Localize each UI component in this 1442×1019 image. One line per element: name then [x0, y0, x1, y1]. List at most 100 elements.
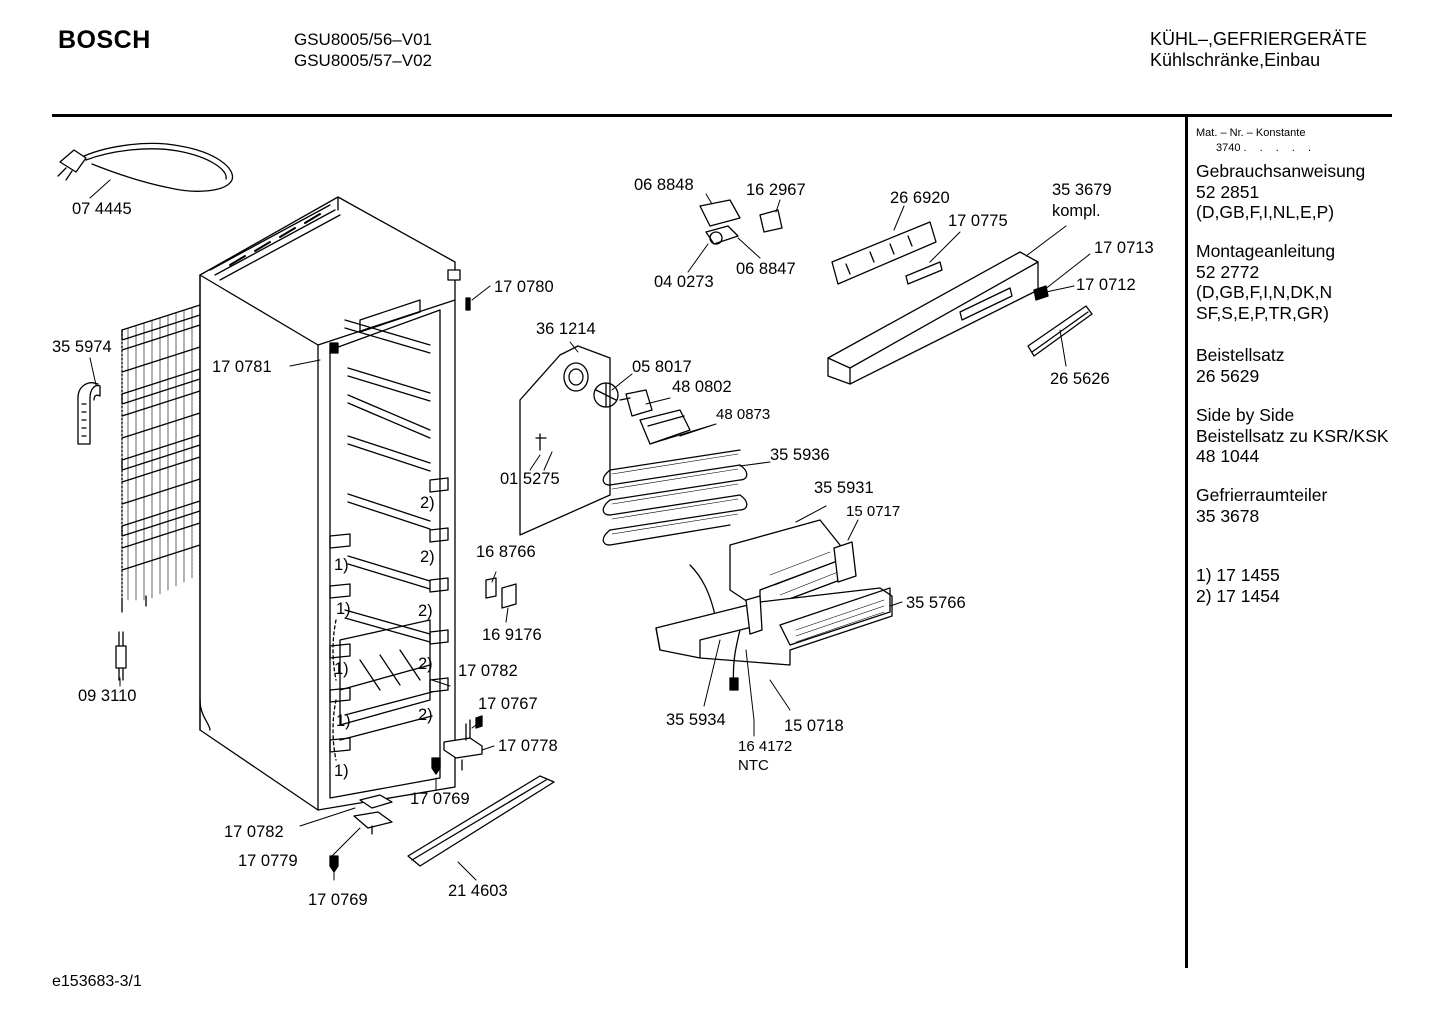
model-number-1: GSU8005/56–V01 — [294, 30, 432, 49]
label-480873: 48 0873 — [716, 406, 771, 423]
label-170781: 17 0781 — [212, 358, 272, 376]
beistellsatz-title: Beistellsatz — [1196, 345, 1285, 365]
mat-nr-number: 3740 — [1216, 142, 1241, 154]
beistellsatz-number: 26 5629 — [1196, 365, 1260, 386]
label-015275: 01 5275 — [500, 470, 560, 488]
label-355934: 35 5934 — [666, 711, 726, 729]
sidebar-block-divider: Gefrierraumteiler 35 3678 — [1196, 485, 1327, 526]
label-note-2-e: 2) — [418, 706, 433, 724]
label-093110: 09 3110 — [78, 687, 137, 705]
evaporator-coil-illustration — [603, 450, 747, 545]
label-353679: 35 3679 — [1052, 181, 1112, 199]
label-150718: 15 0718 — [784, 717, 844, 735]
header-divider — [52, 114, 1392, 117]
label-266920: 26 6920 — [890, 189, 950, 207]
sbs-number: 48 1044 — [1196, 446, 1260, 466]
label-150717: 15 0717 — [846, 503, 901, 520]
label-058017: 05 8017 — [632, 358, 692, 376]
model-number-2: GSU8005/57–V02 — [294, 51, 432, 70]
mat-nr-value: 3740 . . . . . — [1216, 141, 1316, 155]
label-ntc: NTC — [738, 757, 769, 774]
label-note-2-a: 2) — [420, 494, 435, 512]
footnote-2: 2) 17 1454 — [1196, 585, 1280, 606]
label-note-2-c: 2) — [418, 602, 433, 620]
sidebar-block-install: Montageanleitung 52 2772 (D,GB,F,I,N,DK,… — [1196, 241, 1335, 323]
mat-nr-label: Mat. – Nr. – Konstante — [1196, 127, 1306, 139]
label-note-2-d: 2) — [418, 655, 433, 673]
label-040273: 04 0273 — [654, 273, 714, 291]
label-214603: 21 4603 — [448, 882, 508, 900]
label-170769-bottom: 17 0769 — [308, 891, 368, 909]
label-164172: 16 4172 — [738, 738, 793, 755]
label-170769-top: 17 0769 — [410, 790, 470, 808]
category-subtitle: Kühlschränke,Einbau — [1150, 50, 1321, 70]
label-note-1-c: 1) — [334, 660, 349, 678]
label-kompl: kompl. — [1052, 202, 1101, 220]
manual-languages: (D,GB,F,I,NL,E,P) — [1196, 202, 1335, 222]
sidebar-block-beistellsatz: Beistellsatz 26 5629 — [1196, 345, 1285, 386]
sidebar-block-footnotes: 1) 17 1455 2) 17 1454 — [1196, 565, 1280, 606]
label-170782-top: 17 0782 — [458, 662, 518, 680]
install-languages-1: (D,GB,F,I,N,DK,N — [1196, 282, 1333, 302]
label-355974: 35 5974 — [52, 338, 112, 356]
mat-nr-dots: . . . . . — [1243, 142, 1317, 154]
label-170775: 17 0775 — [948, 212, 1008, 230]
freezer-tray-illustration — [656, 520, 892, 690]
label-note-2-b: 2) — [420, 548, 435, 566]
label-068848: 06 8848 — [634, 176, 694, 194]
label-170782-bottom: 17 0782 — [224, 823, 284, 841]
brand-logo: BOSCH — [58, 26, 151, 54]
door-switch-illustration — [486, 578, 516, 608]
label-355766: 35 5766 — [906, 594, 966, 612]
label-170767: 17 0767 — [478, 695, 538, 713]
install-languages-2: SF,S,E,P,TR,GR) — [1196, 302, 1329, 323]
manual-title: Gebrauchsanweisung — [1196, 161, 1366, 181]
thermostat-parts-illustration — [700, 200, 782, 244]
label-170779: 17 0779 — [238, 852, 298, 870]
label-068847: 06 8847 — [736, 260, 796, 278]
label-169176: 16 9176 — [482, 626, 542, 644]
divider-title: Gefrierraumteiler — [1196, 485, 1328, 505]
label-170713: 17 0713 — [1094, 239, 1154, 257]
fan-motor-illustration — [620, 390, 690, 444]
install-number: 52 2772 — [1196, 261, 1260, 282]
cabinet-illustration — [200, 197, 470, 810]
fan-cover-illustration — [520, 346, 618, 535]
bottom-hinge-illustration — [330, 716, 482, 872]
label-170780: 17 0780 — [494, 278, 554, 296]
control-panel-illustration — [828, 252, 1048, 384]
capillary-illustration — [116, 632, 126, 680]
label-170778: 17 0778 — [498, 737, 558, 755]
category-title: KÜHL–,GEFRIERGERÄTE — [1150, 29, 1368, 49]
sidebar-divider — [1185, 116, 1188, 968]
condenser-illustration — [122, 305, 200, 612]
base-grille-illustration — [408, 776, 554, 866]
leader-lines — [90, 180, 1090, 880]
install-title: Montageanleitung — [1196, 241, 1336, 261]
label-note-1-b: 1) — [336, 600, 351, 618]
label-note-1-e: 1) — [334, 762, 349, 780]
sidebar-block-side-by-side: Side by Side Beistellsatz zu KSR/KSK 48 … — [1196, 405, 1389, 467]
label-480802: 48 0802 — [672, 378, 732, 396]
label-note-1-a: 1) — [334, 556, 349, 574]
sbs-title: Side by Side — [1196, 405, 1295, 425]
footnote-1: 1) 17 1455 — [1196, 565, 1280, 585]
label-note-1-d: 1) — [336, 712, 351, 730]
divider-number: 35 3678 — [1196, 505, 1260, 526]
control-board-illustration — [832, 222, 942, 284]
drawing-number: e153683-3/1 — [52, 973, 142, 990]
label-162967: 16 2967 — [746, 181, 806, 199]
sbs-desc: Beistellsatz zu KSR/KSK — [1196, 425, 1389, 446]
label-265626: 26 5626 — [1050, 370, 1110, 388]
power-cord-illustration — [58, 143, 232, 191]
label-355936: 35 5936 — [770, 446, 830, 464]
label-361214: 36 1214 — [536, 320, 596, 338]
label-074445: 07 4445 — [72, 200, 132, 218]
label-170712: 17 0712 — [1076, 276, 1136, 294]
drain-tube-illustration — [78, 383, 100, 444]
sidebar-block-manual: Gebrauchsanweisung 52 2851 (D,GB,F,I,NL,… — [1196, 161, 1365, 223]
manual-number: 52 2851 — [1196, 181, 1260, 202]
label-168766: 16 8766 — [476, 543, 536, 561]
label-355931: 35 5931 — [814, 479, 874, 497]
